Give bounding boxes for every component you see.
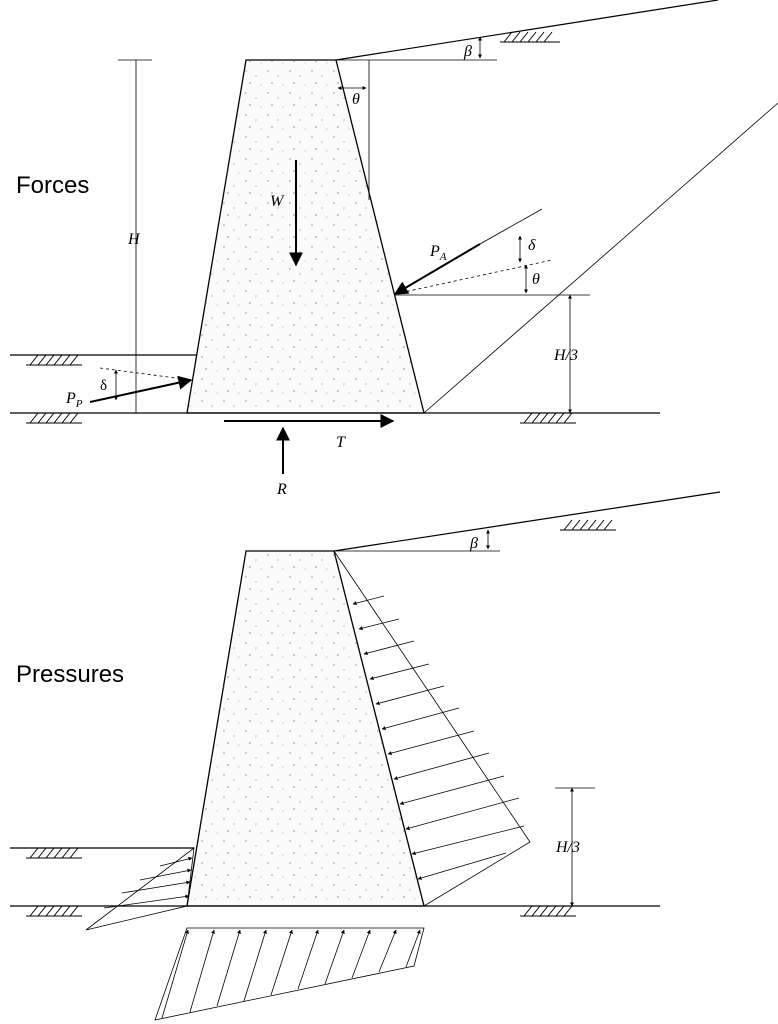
backfill-slope-bottom <box>333 491 721 552</box>
ground-hatch-base-right-bottom <box>520 905 576 917</box>
base-pressure-arrows <box>161 929 421 1019</box>
active-pressure-arrows <box>352 595 525 880</box>
ground-hatch-base-left <box>26 412 82 424</box>
weight-label: W <box>270 193 285 210</box>
forces-title: Forces <box>16 172 89 199</box>
active-force-line-extension <box>479 208 543 245</box>
passive-pressure-arrows <box>103 856 193 909</box>
wall-pressures-texture <box>187 551 424 906</box>
passive-force-arrow <box>89 375 193 403</box>
beta-label-pressures: β <box>469 535 478 552</box>
theta-label-top: θ <box>352 91 360 108</box>
ground-hatch-top-right-bottom <box>560 519 616 531</box>
active-force-label: PA <box>429 243 447 263</box>
pressures-title: Pressures <box>16 661 124 688</box>
ground-hatch-base-left-bottom <box>26 905 82 917</box>
ground-hatch-top-right <box>500 31 560 43</box>
reaction-label: R <box>276 481 287 498</box>
beta-label-forces: β <box>463 43 472 60</box>
wall-forces-texture <box>187 60 424 413</box>
delta-label-passive: δ <box>100 378 107 394</box>
active-normal-line <box>394 259 553 295</box>
delta-label-active: δ <box>528 237 536 254</box>
ground-hatch-base-right <box>520 412 576 424</box>
backfill-slope-top <box>335 0 719 61</box>
passive-force-label: PP <box>65 390 83 410</box>
active-pressure-diagram <box>333 550 531 907</box>
third-height-label-forces: H/3 <box>553 347 578 364</box>
base-pressure-diagram <box>154 927 425 1021</box>
shear-label: T <box>336 434 346 451</box>
passive-pressure-diagram <box>85 847 195 931</box>
failure-plane-line <box>423 102 778 414</box>
ground-hatch-front <box>26 354 82 366</box>
passive-normal-line <box>99 367 192 381</box>
theta-label-active: θ <box>532 271 540 288</box>
ground-hatch-front-bottom <box>26 847 82 859</box>
height-label: H <box>127 231 141 248</box>
active-force-arrow <box>393 243 481 295</box>
third-height-label-pressures: H/3 <box>555 839 580 856</box>
